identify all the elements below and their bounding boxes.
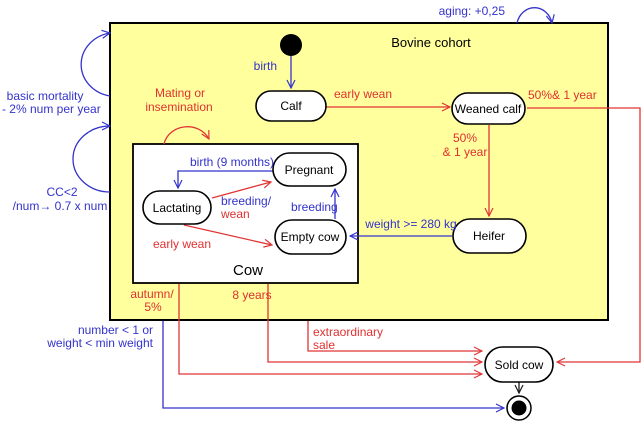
transition-extraordinary-sale-arrow: [307, 321, 482, 351]
cow-box-title: Cow: [233, 262, 263, 279]
transition-birth-9-months-arrow: [178, 170, 273, 188]
transition-aging-loop: [516, 7, 552, 23]
diagram-title: Bovine cohort: [391, 35, 471, 50]
label-wean: wean: [220, 207, 250, 221]
transition-eight-years-arrow: [267, 284, 482, 362]
transition-fifty-year-sold-arrow: [527, 107, 641, 362]
state-heifer: Heifer: [452, 218, 527, 254]
transition-breeding-wean-arrow: [211, 182, 271, 199]
label-cc-line2: /num→ 0.7 x num: [13, 199, 108, 213]
label-fifty-line2: & 1 year: [443, 145, 488, 159]
label-fifty-line1: 50%: [453, 131, 477, 145]
label-cc-line1: CC<2: [46, 185, 77, 199]
transition-cc-loop: [72, 126, 110, 193]
state-sold-cow-label: Sold cow: [495, 358, 544, 372]
transition-mating-loop: [163, 126, 209, 145]
label-extraordinary-line1: extraordinary: [313, 325, 383, 339]
state-empty-cow: Empty cow: [274, 219, 347, 255]
state-lactating-label: Lactating: [153, 201, 202, 215]
label-breeding: breeding: [291, 200, 338, 214]
label-extraordinary-line2: sale: [313, 338, 335, 352]
state-calf-label: Calf: [280, 99, 302, 113]
final-state-inner-dot: [511, 400, 527, 416]
label-mating-line1: Mating or: [155, 86, 205, 100]
state-sold-cow: Sold cow: [484, 346, 554, 383]
label-aging: aging: +0,25: [439, 4, 506, 18]
state-pregnant-label: Pregnant: [285, 163, 334, 177]
transition-number-weight-arrow: [162, 321, 504, 408]
label-birth-9-months: birth (9 months): [190, 155, 274, 169]
transition-basic-mortality-loop: [80, 33, 110, 97]
label-weight-280: weight >= 280 kg: [364, 217, 456, 231]
label-number-line1: number < 1 or: [78, 323, 153, 337]
label-early-wean-inner: early wean: [153, 237, 211, 251]
state-calf: Calf: [255, 90, 327, 122]
transition-early-wean-inner-arrow: [183, 224, 272, 245]
label-autumn-line2: 5%: [144, 300, 162, 314]
label-birth: birth: [254, 59, 277, 73]
label-number-line2: weight < min weight: [46, 336, 153, 350]
state-lactating: Lactating: [142, 190, 212, 225]
initial-state-dot: [280, 34, 302, 56]
label-basic-mortality-line2: / - 2% num per year: [0, 102, 101, 116]
label-eight-years: 8 years: [232, 288, 271, 302]
label-early-wean: early wean: [334, 87, 392, 101]
label-basic-mortality-line1: basic mortality: [7, 89, 84, 103]
label-mating-line2: insemination: [145, 100, 212, 114]
label-autumn-line1: autumn/: [130, 287, 174, 301]
state-weaned-calf: Weaned calf: [451, 92, 526, 125]
label-fifty-year-inline: 50%& 1 year: [528, 88, 597, 102]
state-weaned-calf-label: Weaned calf: [455, 102, 522, 116]
state-heifer-label: Heifer: [473, 229, 505, 243]
transition-autumn-arrow: [178, 284, 482, 374]
state-empty-cow-label: Empty cow: [281, 230, 340, 244]
state-pregnant: Pregnant: [272, 152, 347, 187]
final-state: [506, 395, 532, 421]
label-breeding-slash: breeding/: [221, 194, 272, 208]
